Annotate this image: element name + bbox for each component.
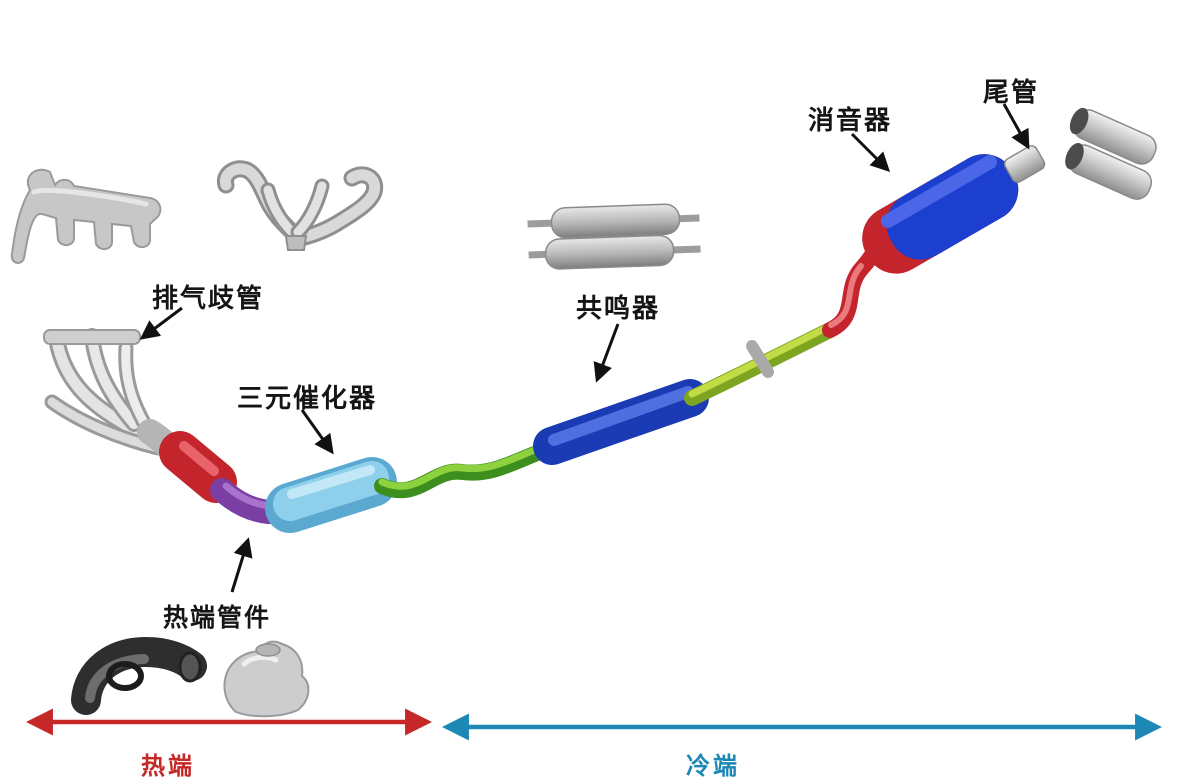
label-resonator: 共鸣器 bbox=[576, 294, 661, 324]
green-pipe-render bbox=[374, 440, 558, 499]
catalytic-converter-render bbox=[265, 457, 397, 533]
tailpipe-pointer-arrow bbox=[1002, 103, 1030, 150]
exhaust-manifold-render bbox=[43, 328, 187, 465]
hot-end-fittings-pointer-arrow bbox=[230, 537, 253, 593]
label-hot-end: 热端 bbox=[141, 752, 195, 780]
muffler-pointer-arrow bbox=[850, 132, 891, 173]
hot-end-elbow-render bbox=[210, 478, 280, 524]
manifold-photo-cast bbox=[10, 168, 162, 264]
tailpipe-photo bbox=[1065, 107, 1157, 200]
hot-end-pipe-photo bbox=[71, 636, 207, 715]
manifold-photo-tubular bbox=[217, 160, 384, 251]
label-exhaust-manifold: 排气歧管 bbox=[152, 284, 265, 314]
resonator-render bbox=[533, 379, 709, 465]
manifold-pointer-arrow bbox=[139, 306, 183, 340]
flex-pipe-render bbox=[159, 431, 237, 503]
hot-end-casting-photo bbox=[223, 640, 310, 718]
resonator-pointer-arrow bbox=[593, 323, 620, 383]
label-tailpipe: 尾管 bbox=[983, 78, 1040, 108]
catalytic-pointer-arrow bbox=[300, 409, 334, 455]
label-muffler: 消音器 bbox=[808, 106, 893, 136]
resonator-photo bbox=[527, 203, 701, 270]
pointer-arrows bbox=[139, 103, 1030, 593]
label-hot-end-fittings: 热端管件 bbox=[163, 603, 272, 632]
label-cold-end: 冷端 bbox=[686, 752, 740, 780]
yellow-green-pipe-render bbox=[684, 322, 838, 406]
label-catalytic-converter: 三元催化器 bbox=[237, 384, 378, 414]
muffler-render bbox=[862, 145, 1046, 274]
